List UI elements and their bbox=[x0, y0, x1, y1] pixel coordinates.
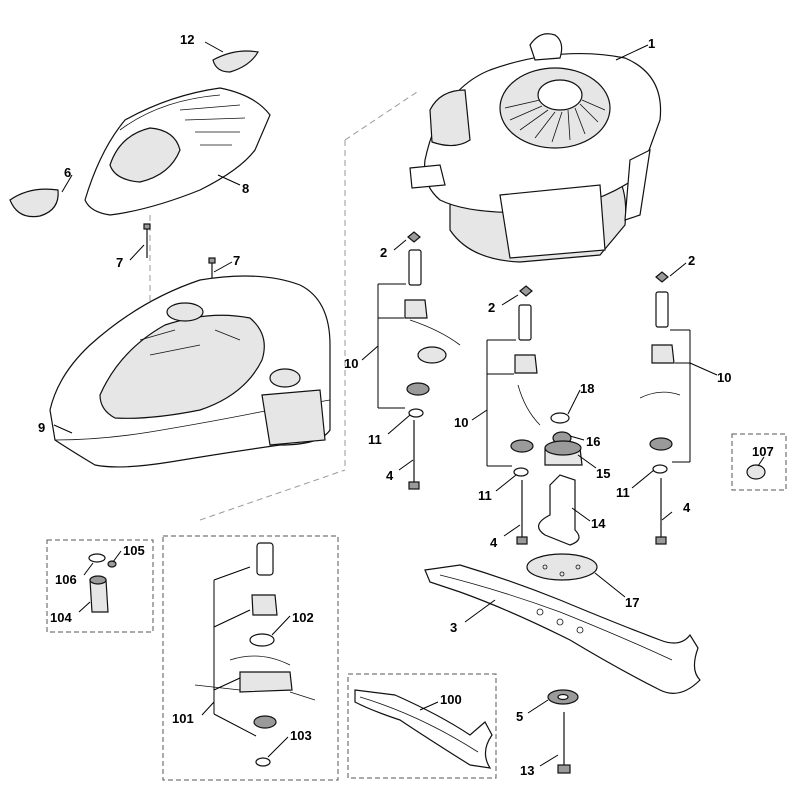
callout-17: 17 bbox=[625, 595, 639, 610]
callout-104: 104 bbox=[50, 610, 72, 625]
part-13-bolt bbox=[557, 712, 571, 774]
callout-10-right: 10 bbox=[717, 370, 731, 385]
callout-7-right: 7 bbox=[233, 253, 240, 268]
parts-101-103-box bbox=[162, 535, 339, 781]
callout-102: 102 bbox=[292, 610, 314, 625]
callout-13: 13 bbox=[520, 763, 534, 778]
callout-2-right: 2 bbox=[688, 253, 695, 268]
callout-106: 106 bbox=[55, 572, 77, 587]
part-9-deck-housing bbox=[49, 275, 331, 468]
callout-10-left: 10 bbox=[344, 356, 358, 371]
callout-12: 12 bbox=[180, 32, 194, 47]
bolt-stack-right bbox=[639, 271, 681, 545]
callout-4-middle: 4 bbox=[490, 535, 498, 550]
callout-105: 105 bbox=[123, 543, 145, 558]
callout-10-middle: 10 bbox=[454, 415, 468, 430]
callout-18: 18 bbox=[580, 381, 594, 396]
callout-101: 101 bbox=[172, 711, 194, 726]
part-107-box bbox=[731, 433, 787, 491]
engine-cooling-fins bbox=[504, 99, 606, 143]
callout-3: 3 bbox=[450, 620, 457, 635]
callout-14: 14 bbox=[591, 516, 606, 531]
callout-9: 9 bbox=[38, 420, 45, 435]
parts-104-106-box bbox=[46, 539, 154, 633]
part-6-cap bbox=[9, 188, 59, 218]
callout-16: 16 bbox=[586, 434, 600, 449]
part-12-cap bbox=[212, 50, 259, 73]
bolt-stack-left bbox=[404, 231, 461, 490]
part-1-engine bbox=[409, 33, 662, 263]
callout-5: 5 bbox=[516, 709, 523, 724]
callout-15: 15 bbox=[596, 466, 610, 481]
callout-7-left: 7 bbox=[116, 255, 123, 270]
callout-8: 8 bbox=[242, 181, 249, 196]
bracket-lines bbox=[377, 283, 691, 467]
callout-4-left: 4 bbox=[386, 468, 394, 483]
callout-2-left: 2 bbox=[380, 245, 387, 260]
leader-lines bbox=[53, 41, 765, 767]
part-3-blade bbox=[424, 564, 701, 694]
callout-11-left: 11 bbox=[368, 432, 382, 447]
callout-2-middle: 2 bbox=[488, 300, 495, 315]
center-hub-assembly bbox=[526, 412, 598, 581]
callout-11-middle: 11 bbox=[478, 488, 492, 503]
callout-6: 6 bbox=[64, 165, 71, 180]
callout-labels: 1 12 6 8 7 7 9 2 2 2 10 10 10 11 11 11 4… bbox=[38, 32, 774, 778]
callout-1: 1 bbox=[648, 36, 655, 51]
part-5-washer bbox=[547, 689, 579, 705]
callout-107: 107 bbox=[752, 444, 774, 459]
part-100-box bbox=[347, 673, 497, 779]
part-7-screws bbox=[143, 223, 216, 285]
callout-4-right: 4 bbox=[683, 500, 691, 515]
callout-11-right: 11 bbox=[616, 485, 630, 500]
callout-100: 100 bbox=[440, 692, 462, 707]
part-8-top-cover bbox=[84, 87, 271, 216]
bolt-stack-middle bbox=[510, 285, 541, 545]
callout-103: 103 bbox=[290, 728, 312, 743]
